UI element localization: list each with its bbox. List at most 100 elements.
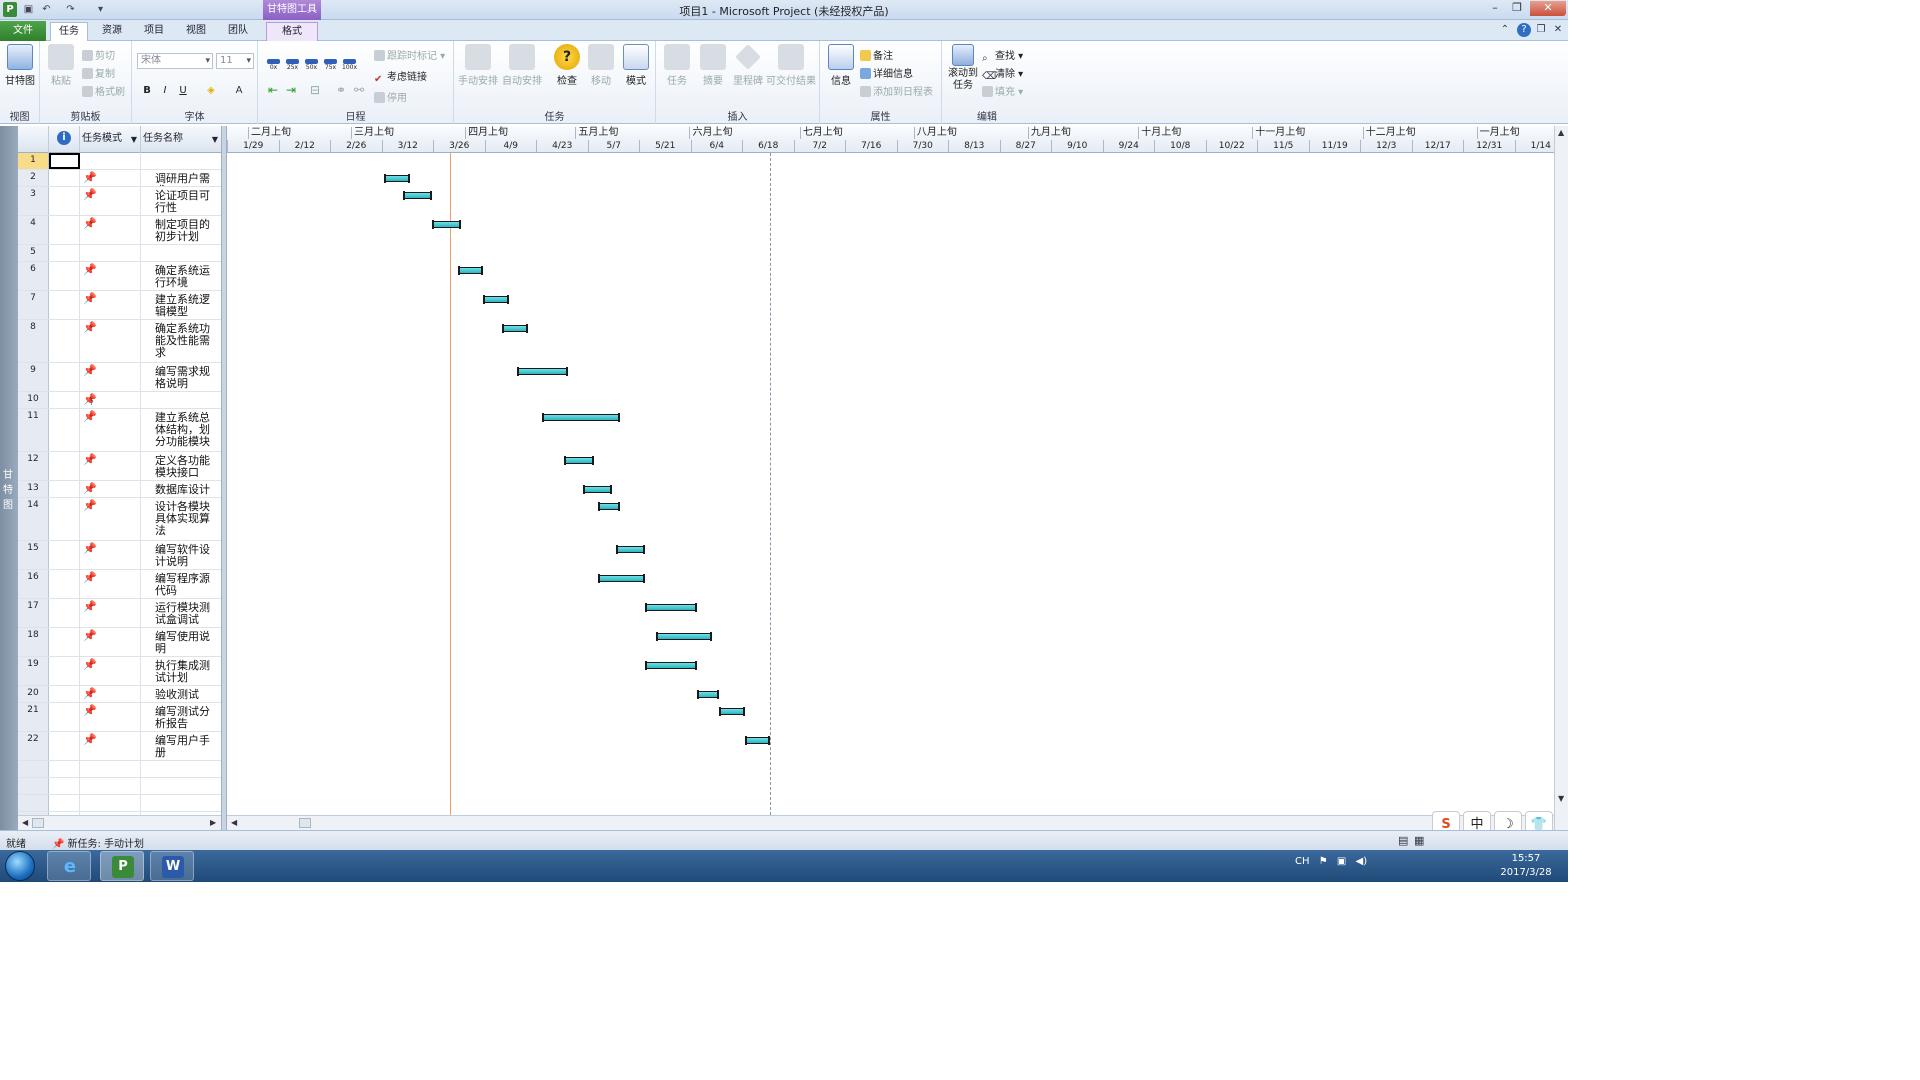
task-name-cell[interactable]: 建立系统总体结构，划分功能模块 (155, 411, 210, 448)
table-row[interactable]: 3📌论证项目可行性 (18, 187, 221, 216)
indicator-cell[interactable] (49, 216, 80, 244)
insert-task-button[interactable]: 任务 (660, 44, 694, 87)
table-row[interactable]: 11📌建立系统总体结构，划分功能模块 (18, 409, 221, 452)
task-name-cell[interactable]: 编写使用说明 (155, 630, 210, 655)
percent-25-button[interactable]: 25x (285, 58, 300, 73)
row-number[interactable]: 16 (18, 570, 49, 598)
row-number[interactable] (18, 778, 49, 794)
gantt-task-bar[interactable] (431, 220, 462, 229)
task-name-cell[interactable]: 论证项目可行性 (155, 189, 210, 214)
indicator-cell[interactable] (49, 657, 80, 685)
task-name-cell[interactable]: 定义各功能模块接口 (155, 454, 210, 479)
add-to-timeline-button[interactable]: 添加到日程表 (860, 83, 933, 98)
task-mode-cell[interactable]: 📌 (80, 320, 141, 362)
tab-team[interactable]: 团队 (228, 25, 248, 36)
table-row[interactable]: 10📌 (18, 392, 221, 409)
table-row[interactable]: 13📌数据库设计 (18, 481, 221, 498)
indicator-cell[interactable] (49, 541, 80, 569)
insert-milestone-button[interactable]: 里程碑 (730, 44, 766, 87)
manual-schedule-button[interactable]: 手动安排 (456, 44, 500, 87)
gantt-task-bar[interactable] (597, 502, 620, 511)
scroll-thumb[interactable] (32, 818, 44, 828)
indicator-cell[interactable] (49, 392, 80, 408)
scroll-right-icon[interactable]: ▶ (210, 818, 217, 827)
task-mode-cell[interactable]: 📌 (80, 291, 141, 319)
language-indicator[interactable]: CH (1295, 856, 1310, 867)
table-row[interactable]: 8📌确定系统功能及性能需求 (18, 320, 221, 363)
task-mode-cell[interactable]: 📌 (80, 703, 141, 731)
task-name-cell[interactable]: 制定项目的初步计划 (155, 218, 210, 243)
gantt-task-bar[interactable] (384, 174, 410, 183)
indicator-cell[interactable] (49, 409, 80, 451)
empty-table-row[interactable] (18, 778, 221, 795)
row-number[interactable]: 1 (18, 153, 49, 169)
task-mode-cell[interactable] (80, 153, 141, 169)
indicator-cell[interactable] (49, 703, 80, 731)
minimize-ribbon-icon[interactable]: ⌃ (1500, 24, 1510, 35)
task-name-cell[interactable] (141, 245, 221, 261)
pane-splitter[interactable] (221, 126, 227, 830)
row-number[interactable] (18, 761, 49, 777)
task-name-cell[interactable]: 编写程序源代码 (155, 572, 210, 597)
task-mode-cell[interactable]: 📌 (80, 541, 141, 569)
row-number[interactable]: 5 (18, 245, 49, 261)
table-horizontal-scrollbar[interactable]: ◀ ▶ (18, 815, 221, 830)
taskbar-ie[interactable]: e (47, 851, 91, 881)
restore-button[interactable]: ❐ (1512, 1, 1522, 14)
empty-table-row[interactable] (18, 795, 221, 812)
scroll-thumb[interactable] (299, 818, 311, 828)
task-mode-cell[interactable]: 📌 (80, 409, 141, 451)
indicator-cell[interactable] (49, 686, 80, 702)
table-row[interactable]: 14📌设计各模块具体实现算法 (18, 498, 221, 541)
row-number[interactable]: 19 (18, 657, 49, 685)
indicator-cell[interactable] (49, 452, 80, 480)
task-name-cell[interactable]: 验收测试 (155, 688, 199, 701)
task-name-cell[interactable]: 执行集成测试计划 (155, 659, 210, 684)
task-mode-cell[interactable]: 📌 (80, 452, 141, 480)
customize-qat-icon[interactable]: ▾ (97, 4, 104, 15)
task-name-cell[interactable]: 调研用户需求 (155, 172, 210, 187)
table-row[interactable]: 22📌编写用户手册 (18, 732, 221, 761)
start-button[interactable] (5, 851, 35, 881)
task-name-cell[interactable]: 编写需求规格说明 (155, 365, 210, 390)
font-name-select[interactable]: 宋体 (137, 53, 213, 69)
gantt-task-bar[interactable] (645, 661, 697, 670)
row-number[interactable]: 14 (18, 498, 49, 540)
tab-file[interactable]: 文件 (0, 21, 46, 41)
respect-links-button[interactable]: ✔考虑链接 (374, 72, 427, 85)
indicator-cell[interactable] (49, 170, 80, 186)
italic-button[interactable]: I (163, 85, 167, 96)
tab-project[interactable]: 项目 (144, 25, 164, 36)
fill-button[interactable]: 填充 ▾ (982, 83, 1023, 98)
vertical-scrollbar[interactable]: ▲ ▼ (1554, 126, 1568, 830)
clock[interactable]: 15:57 2017/3/28 (1498, 852, 1554, 880)
gantt-task-bar[interactable] (645, 603, 697, 612)
gantt-task-bar[interactable] (718, 707, 745, 716)
task-usage-shortcut-icon[interactable]: ▦ (1414, 834, 1425, 847)
table-row[interactable]: 4📌制定项目的初步计划 (18, 216, 221, 245)
task-mode-cell[interactable]: 📌 (80, 481, 141, 497)
row-number[interactable]: 21 (18, 703, 49, 731)
copy-button[interactable]: 复制 (82, 65, 115, 80)
task-mode-cell[interactable]: 📌 (80, 363, 141, 391)
gantt-task-bar[interactable] (656, 632, 712, 641)
task-name-cell[interactable]: 确定系统运行环境 (155, 264, 210, 289)
table-row[interactable]: 1 (18, 153, 221, 170)
scroll-to-task-button[interactable]: 滚动到任务 (944, 44, 982, 92)
notes-button[interactable]: 备注 (860, 47, 893, 62)
table-row[interactable]: 18📌编写使用说明 (18, 628, 221, 657)
task-name-cell[interactable]: 设计各模块具体实现算法 (155, 500, 210, 537)
table-row[interactable]: 16📌编写程序源代码 (18, 570, 221, 599)
table-row[interactable]: 5 (18, 245, 221, 262)
auto-schedule-button[interactable]: 自动安排 (500, 44, 544, 87)
task-mode-cell[interactable]: 📌 (80, 262, 141, 290)
percent-50-button[interactable]: 50x (304, 58, 319, 73)
gantt-task-bar[interactable] (483, 295, 510, 304)
information-button[interactable]: 信息 (824, 44, 858, 87)
scroll-down-icon[interactable]: ▼ (1558, 794, 1565, 803)
row-number[interactable]: 22 (18, 732, 49, 760)
tab-format[interactable]: 格式 (266, 22, 318, 41)
restore-window-icon[interactable]: ❐ (1536, 24, 1546, 35)
insert-summary-button[interactable]: 摘要 (696, 44, 730, 87)
gantt-task-bar[interactable] (696, 690, 719, 699)
